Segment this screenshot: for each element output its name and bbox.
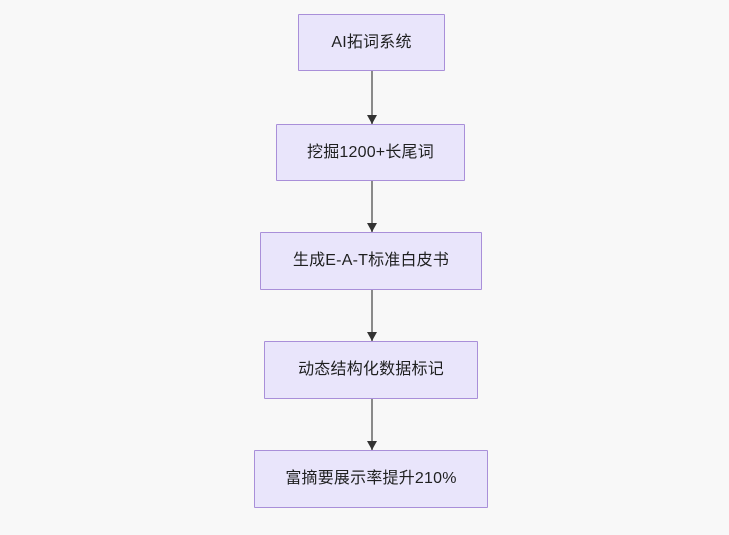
flow-node-5[interactable]: 富摘要展示率提升210% <box>254 450 488 508</box>
edge-node-2-to-node-3 <box>367 181 377 232</box>
flow-node-label: AI拓词系统 <box>331 33 412 51</box>
arrowhead-icon <box>367 332 377 341</box>
edge-node-4-to-node-5 <box>367 399 377 450</box>
edge-line <box>371 71 373 124</box>
edge-node-1-to-node-2 <box>367 71 377 124</box>
edge-line <box>371 399 373 450</box>
arrowhead-icon <box>367 115 377 124</box>
flow-node-1[interactable]: AI拓词系统 <box>298 14 445 71</box>
edge-line <box>371 181 373 232</box>
flow-node-label: 挖掘1200+长尾词 <box>307 143 434 161</box>
flow-node-2[interactable]: 挖掘1200+长尾词 <box>276 124 465 181</box>
edge-line <box>371 290 373 341</box>
flow-node-4[interactable]: 动态结构化数据标记 <box>264 341 478 399</box>
flow-node-label: 动态结构化数据标记 <box>298 361 444 378</box>
flow-node-label: 生成E-A-T标准白皮书 <box>292 252 450 269</box>
edge-node-3-to-node-4 <box>367 290 377 341</box>
flow-node-label: 富摘要展示率提升210% <box>285 470 457 487</box>
arrowhead-icon <box>367 223 377 232</box>
arrowhead-icon <box>367 441 377 450</box>
flow-node-3[interactable]: 生成E-A-T标准白皮书 <box>260 232 482 290</box>
